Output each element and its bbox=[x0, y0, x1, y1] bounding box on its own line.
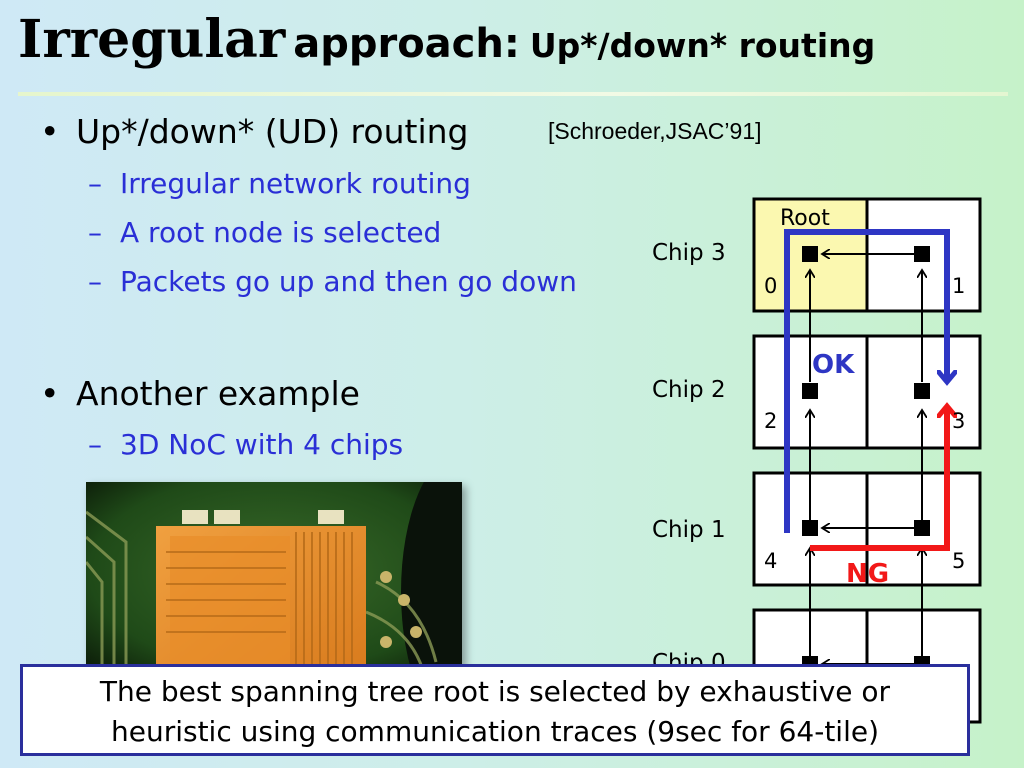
node-1 bbox=[914, 246, 930, 262]
node-label-3: 3 bbox=[952, 409, 965, 433]
caption-line-2: heuristic using communication traces (9s… bbox=[110, 715, 880, 748]
sub-bullet-text: Irregular network routing bbox=[120, 167, 471, 200]
node-0 bbox=[802, 246, 818, 262]
bullet-text: Another example bbox=[76, 374, 360, 413]
bullet-text: Up*/down* (UD) routing bbox=[76, 112, 469, 151]
ng-path bbox=[810, 408, 947, 551]
chip-label-1: Chip 1 bbox=[652, 517, 726, 543]
chip-photo-image bbox=[86, 482, 462, 682]
sub-bullet-text: A root node is selected bbox=[120, 216, 442, 249]
title-part-irregular: Irregular bbox=[18, 9, 286, 70]
node-label-5: 5 bbox=[952, 549, 965, 573]
chip-label-3: Chip 3 bbox=[652, 240, 726, 266]
node-2 bbox=[802, 383, 818, 399]
title-part-routing: Up*/down* routing bbox=[529, 26, 876, 65]
caption-box: The best spanning tree root is selected … bbox=[20, 664, 970, 756]
sub-bullet-3d-noc: – 3D NoC with 4 chips bbox=[88, 428, 404, 461]
node-label-4: 4 bbox=[764, 549, 777, 573]
sub-bullet-text: 3D NoC with 4 chips bbox=[120, 428, 404, 461]
citation: [Schroeder,JSAC’91] bbox=[548, 118, 762, 144]
title-part-approach: approach: bbox=[293, 21, 520, 67]
bullet-dot: • bbox=[40, 112, 60, 151]
sub-bullet-text: Packets go up and then go down bbox=[120, 265, 577, 298]
ud-routing-diagram: Chip 3 Chip 2 Chip 1 Chip 0 bbox=[640, 190, 1024, 730]
sub-bullet-root: – A root node is selected bbox=[88, 216, 442, 249]
sub-bullet-packets: – Packets go up and then go down bbox=[88, 265, 577, 298]
caption-line-1: The best spanning tree root is selected … bbox=[99, 675, 891, 708]
title-underline bbox=[18, 92, 1008, 96]
chip-label-2: Chip 2 bbox=[652, 377, 726, 403]
ok-path bbox=[784, 229, 947, 533]
node-5 bbox=[914, 520, 930, 536]
bullet-another-example: • Another example bbox=[40, 374, 360, 413]
node-3 bbox=[914, 383, 930, 399]
node-4 bbox=[802, 520, 818, 536]
sub-dash: – bbox=[88, 167, 102, 200]
node-label-1: 1 bbox=[952, 274, 965, 298]
chip-photo bbox=[86, 482, 462, 682]
node-label-2: 2 bbox=[764, 409, 777, 433]
ok-label: OK bbox=[812, 350, 855, 380]
sub-bullet-irregular: – Irregular network routing bbox=[88, 167, 471, 200]
sub-dash: – bbox=[88, 265, 102, 298]
root-label: Root bbox=[780, 206, 830, 231]
bullet-dot: • bbox=[40, 374, 60, 413]
bullet-ud-routing: • Up*/down* (UD) routing bbox=[40, 112, 469, 151]
sub-dash: – bbox=[88, 216, 102, 249]
network-graph: Root 0 1 2 3 4 5 OK NG bbox=[752, 197, 982, 724]
sub-dash: – bbox=[88, 428, 102, 461]
ng-label: NG bbox=[846, 559, 889, 589]
node-label-0: 0 bbox=[764, 274, 777, 298]
